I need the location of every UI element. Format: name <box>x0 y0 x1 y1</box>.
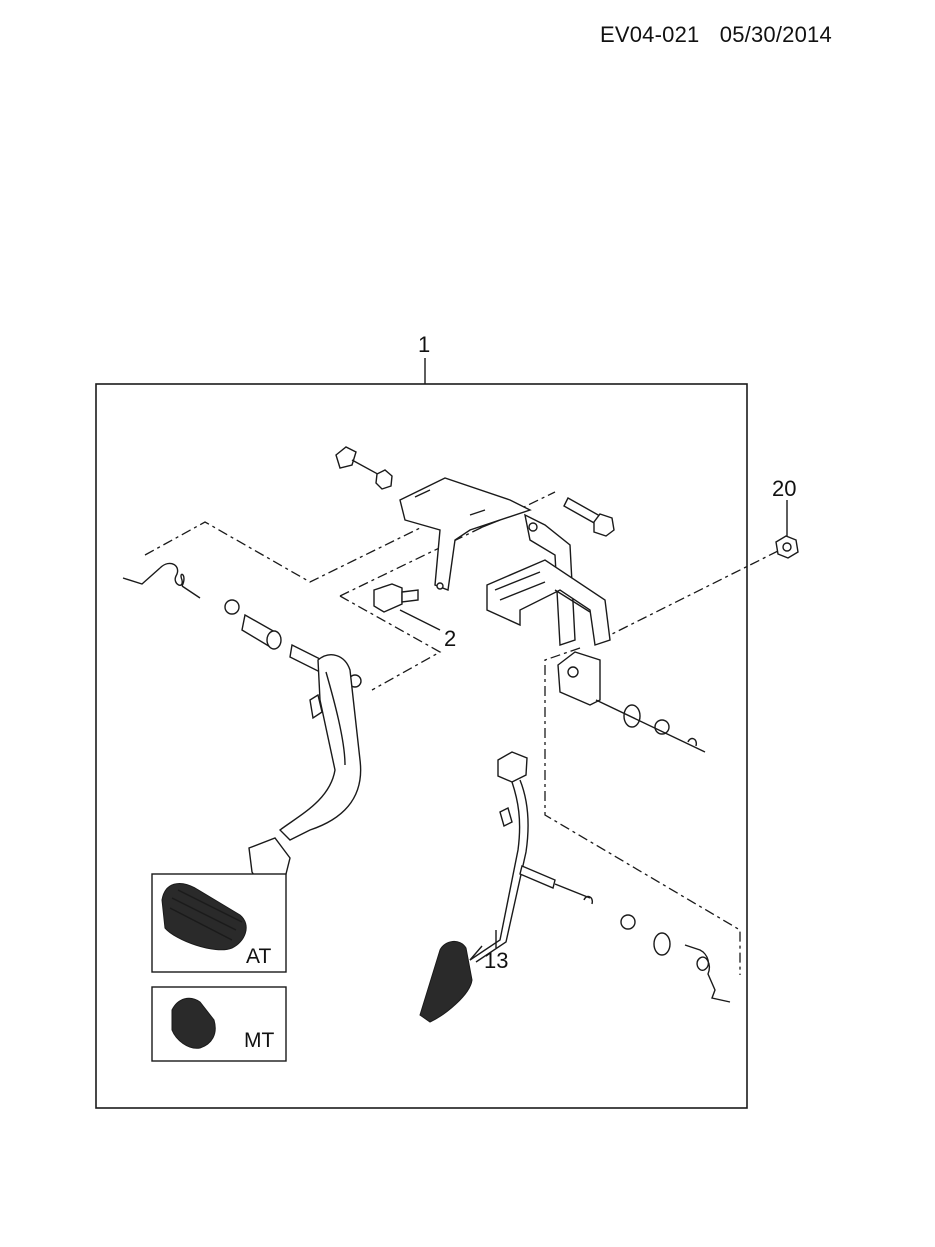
document-header: EV04-021 05/30/2014 <box>600 22 900 48</box>
stop-lamp-switch <box>373 583 441 631</box>
accel-clip <box>583 895 594 905</box>
callout-20: 20 <box>772 476 796 501</box>
accel-washer <box>653 932 671 956</box>
bracket-bolt <box>563 497 615 537</box>
accel-bushing <box>620 914 636 930</box>
top-nut <box>375 469 393 490</box>
bushing-1 <box>224 599 240 615</box>
callout-13: 13 <box>484 948 508 973</box>
brake-pedal <box>248 654 362 889</box>
document-code: EV04-021 <box>600 22 700 47</box>
at-pedal-pad <box>161 883 247 951</box>
inset-at-label: AT <box>246 945 271 968</box>
accel-spring <box>684 944 731 1003</box>
accel-pivot-pin <box>519 865 556 889</box>
accelerator-pedal <box>419 751 529 1023</box>
assembly-frame <box>95 383 748 1109</box>
callout-1: 1 <box>418 332 430 357</box>
washer-right <box>623 704 641 728</box>
callout-2: 2 <box>444 626 456 651</box>
mt-pedal-pad <box>171 997 216 1049</box>
pivot-sleeve <box>289 643 323 674</box>
pedal-bracket <box>399 477 611 706</box>
clip-right <box>687 737 698 747</box>
return-spring <box>122 562 201 599</box>
document-date: 05/30/2014 <box>719 22 832 47</box>
inset-mt-label: MT <box>244 1029 274 1052</box>
